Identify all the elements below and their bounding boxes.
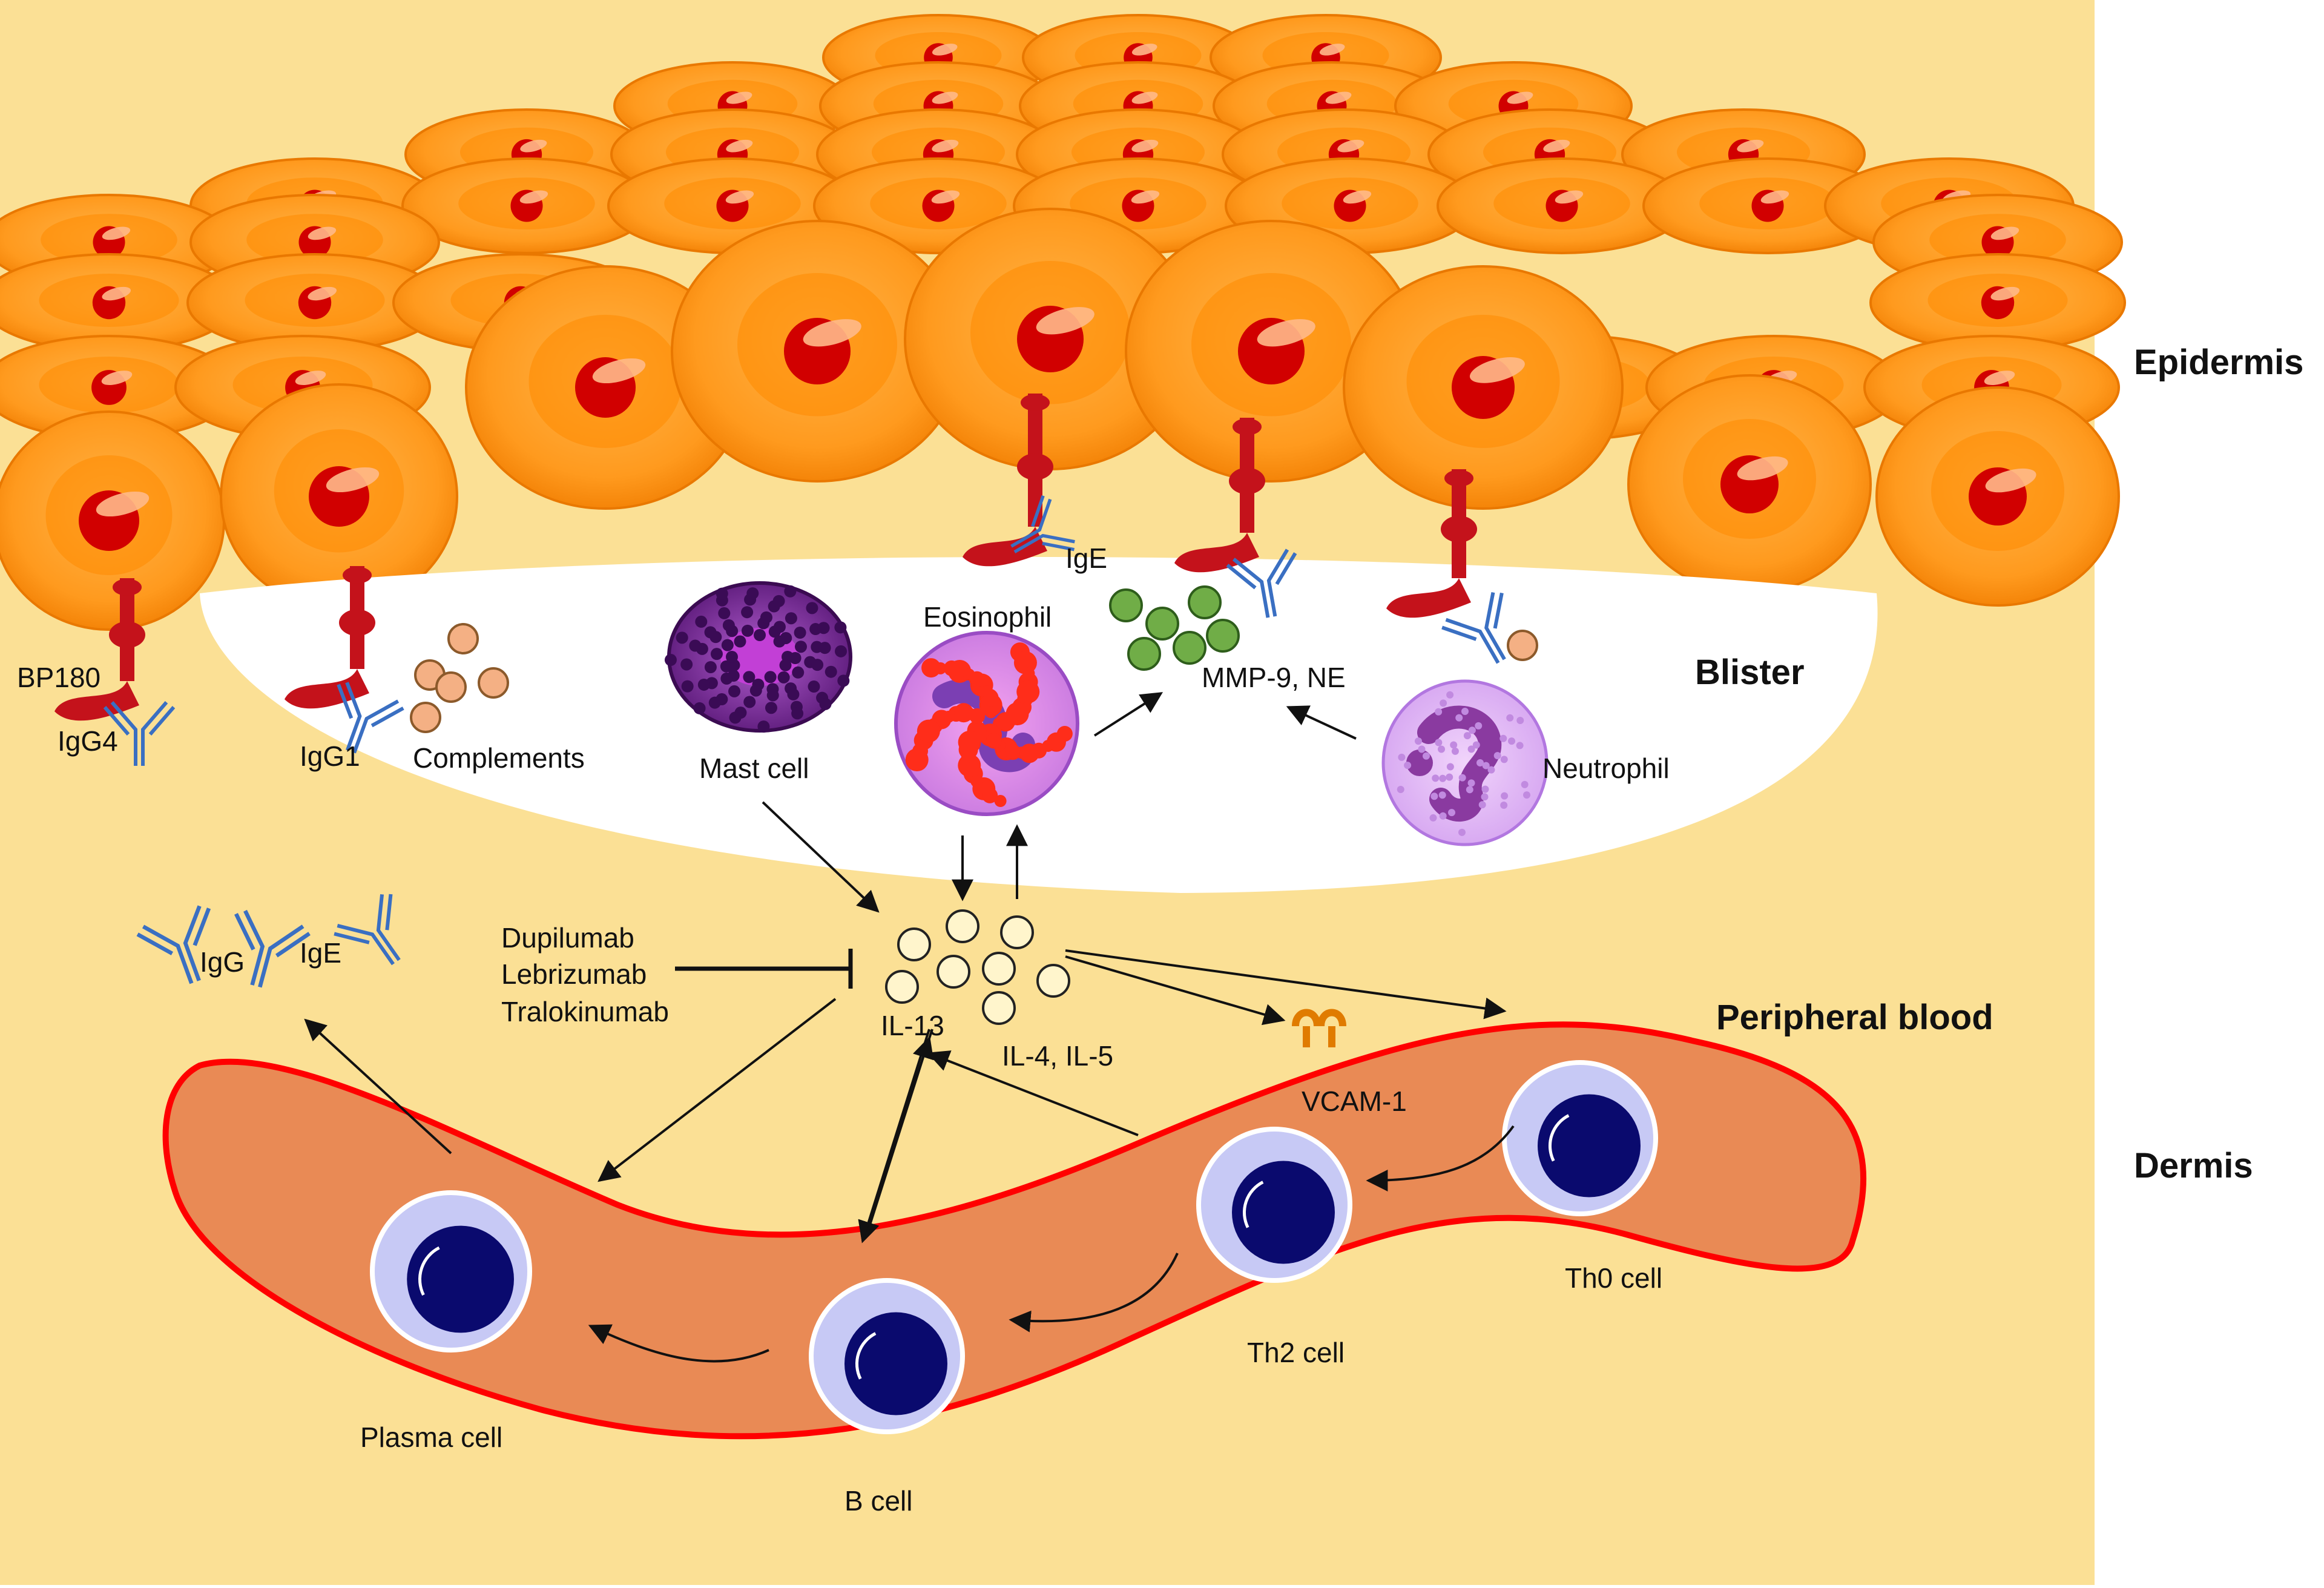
antibody-icon — [1010, 495, 1075, 554]
neutrophil-cell — [1381, 679, 1549, 846]
antibody-icon — [334, 894, 401, 966]
label-dermis: Dermis — [2134, 1146, 2253, 1185]
label-neutrophil: Neutrophil — [1542, 753, 1670, 784]
keratinocyte-cell — [1869, 253, 2126, 352]
keratinocyte-cell — [0, 410, 225, 631]
bp180-antigen — [1386, 469, 1477, 618]
lymphocyte-cell — [809, 1278, 965, 1434]
bp180-antigens — [54, 394, 1506, 766]
antibody-icon — [1441, 591, 1506, 664]
antibody-icon — [103, 701, 176, 766]
complement-particles — [410, 623, 1538, 733]
label-epidermis: Epidermis — [2134, 343, 2303, 382]
label-vcam1: VCAM-1 — [1302, 1086, 1407, 1117]
keratinocyte-cell — [0, 335, 237, 440]
pathway-arrow — [1009, 1253, 1179, 1333]
keratinocyte-cell — [904, 208, 1197, 470]
pathway-arrow — [1093, 692, 1164, 737]
eosinophil-cell — [894, 631, 1079, 816]
label-ige-top: IgE — [1065, 542, 1107, 574]
keratinocyte-cell — [1437, 157, 1687, 254]
label-lebrizumab: Lebrizumab — [501, 958, 647, 990]
epidermis-layer — [0, 14, 2126, 631]
inhibition-line — [675, 949, 853, 989]
keratinocyte-cell — [1343, 265, 1624, 510]
mmp9-ne-particles — [1109, 585, 1240, 671]
label-th2-cell: Th2 cell — [1247, 1337, 1345, 1368]
pathway-arrow — [1366, 1125, 1515, 1191]
label-b-cell: B cell — [844, 1485, 912, 1517]
antibody-icon — [337, 682, 404, 754]
label-eosinophil: Eosinophil — [923, 601, 1052, 633]
label-peripheral-blood: Peripheral blood — [1716, 998, 1993, 1037]
label-th0-cell: Th0 cell — [1565, 1262, 1662, 1294]
keratinocyte-cell — [1875, 386, 2120, 607]
pathway-arrow — [597, 998, 837, 1182]
pathway-arrow — [927, 1050, 1139, 1136]
label-complements: Complements — [413, 742, 585, 774]
label-ige-dermis: IgE — [300, 937, 341, 969]
keratinocyte-cell — [186, 253, 443, 352]
pathway-arrow — [1065, 955, 1286, 1026]
label-il4-il5: IL-4, IL-5 — [1002, 1040, 1113, 1072]
label-mmp9-ne: MMP-9, NE — [1202, 662, 1346, 693]
lymphocytes — [370, 1060, 1658, 1434]
free-antibodies — [136, 894, 401, 988]
pathway-arrow — [864, 1036, 934, 1239]
pathway-arrow — [1286, 705, 1357, 740]
pathway-arrow — [1065, 949, 1507, 1020]
keratinocyte-cell — [1125, 220, 1418, 483]
keratinocyte-cell — [671, 220, 964, 483]
label-igg4: IgG4 — [58, 725, 118, 757]
antibody-icon — [1226, 549, 1297, 618]
bp180-antigen — [285, 566, 375, 709]
antibody-icon — [136, 905, 211, 984]
lymphocyte-cell — [1502, 1060, 1658, 1216]
pathway-arrows — [304, 692, 1515, 1363]
pathway-arrow — [304, 1018, 452, 1155]
pathway-arrow — [762, 801, 880, 913]
keratinocyte-cell — [1627, 374, 1872, 595]
mast-cell — [664, 581, 852, 733]
antibody-icon — [234, 909, 311, 988]
cytokine-cluster — [885, 909, 1070, 1025]
label-plasma-cell: Plasma cell — [360, 1422, 502, 1453]
keratinocyte-cell — [1642, 157, 1893, 254]
lymphocyte-cell — [370, 1190, 532, 1352]
label-mast-cell: Mast cell — [699, 753, 809, 784]
label-tralokinumab: Tralokinumab — [501, 996, 669, 1027]
lymphocyte-cell — [1196, 1127, 1352, 1283]
label-igg: IgG — [200, 946, 245, 978]
label-igg1: IgG1 — [300, 740, 360, 772]
label-bp180: BP180 — [17, 662, 100, 693]
keratinocyte-cell — [220, 383, 458, 610]
pathway-arrow — [588, 1324, 769, 1363]
label-il13: IL-13 — [881, 1010, 944, 1041]
label-blister: Blister — [1695, 653, 1805, 692]
label-dupilumab: Dupilumab — [501, 922, 634, 954]
vcam1-receptor — [1292, 1009, 1346, 1047]
keratinocyte-cell — [401, 157, 652, 254]
